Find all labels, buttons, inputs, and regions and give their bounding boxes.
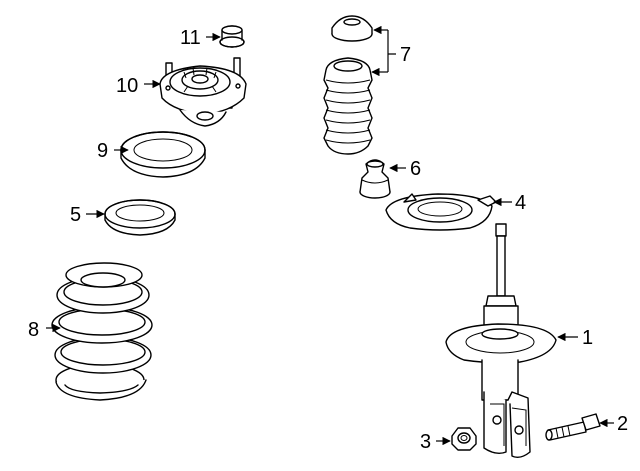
leader-lines (46, 25, 614, 446)
callout-6: 6 (410, 158, 421, 180)
callout-3: 3 (420, 431, 431, 453)
callout-4: 4 (515, 192, 526, 214)
callout-8: 8 (28, 319, 39, 341)
part-4-spring-seat (385, 193, 497, 231)
part-3-nut (451, 427, 477, 451)
callout-2: 2 (617, 413, 628, 435)
callout-1: 1 (582, 327, 593, 349)
callout-11: 11 (180, 27, 201, 49)
callout-5: 5 (70, 204, 81, 226)
part-6-bump-stop (359, 159, 391, 199)
part-1-strut-assembly (445, 223, 557, 459)
part-9-upper-spring-seat (120, 131, 206, 178)
leader-7-bracket (387, 30, 396, 72)
callout-7: 7 (400, 44, 411, 66)
part-5-spring-insulator (104, 199, 176, 236)
part-10-upper-strut-mount (159, 57, 247, 127)
part-11-mount-nut (219, 25, 245, 48)
part-2-bolt (545, 413, 601, 441)
callout-10: 10 (116, 75, 138, 97)
part-8-coil-spring (51, 262, 153, 401)
callout-labels: 1 2 3 4 5 6 7 8 9 10 11 (28, 27, 628, 453)
part-7-dust-boot-and-cap (323, 15, 373, 155)
callout-9: 9 (97, 140, 108, 162)
